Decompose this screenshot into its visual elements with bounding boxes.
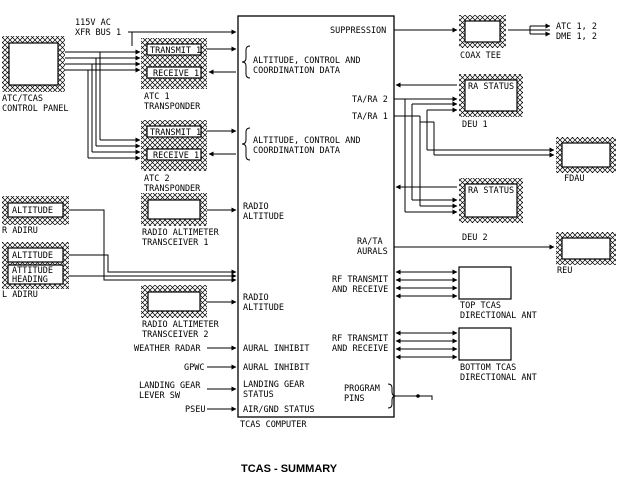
power-label-1: 115V AC [75, 18, 111, 28]
radio-altimeter-2 [141, 285, 207, 318]
landing-gear-label-2: LEVER SW [139, 391, 181, 401]
top-antenna-label-2: DIRECTIONAL ANT [460, 311, 537, 321]
weather-radar-label: WEATHER RADAR [134, 344, 201, 354]
acd2-line1: ALTITUDE, CONTROL AND [253, 136, 360, 146]
deu1-label: DEU 1 [462, 120, 488, 130]
lg-status-2: STATUS [243, 390, 274, 400]
ra-ta-label-2: AURALS [357, 247, 388, 257]
suppression-label: SUPPRESSION [330, 26, 386, 36]
rf1-label-2: AND RECEIVE [332, 285, 388, 295]
atc2-transmit: TRANSMIT 1 [150, 128, 201, 138]
r-adiru-field: ALTITUDE [12, 206, 53, 216]
r-adiru-line [69, 209, 237, 283]
atc1-label-1: ATC 1 [144, 92, 170, 102]
fdau [556, 137, 616, 173]
air-gnd-status: AIR/GND STATUS [243, 405, 315, 415]
bottom-antenna-label-1: BOTTOM TCAS [460, 363, 516, 373]
bottom-antenna [458, 327, 512, 361]
tcas-computer-label: TCAS COMPUTER [240, 420, 307, 430]
l-adiru-alt-line [69, 254, 237, 275]
atc2-label-1: ATC 2 [144, 174, 170, 184]
atc1-brace [241, 45, 251, 79]
gpwc-label: GPWC [184, 363, 204, 373]
ra1-in-2: ALTITUDE [243, 212, 284, 222]
l-adiru-field1: ALTITUDE [12, 251, 53, 261]
landing-gear-label-1: LANDING GEAR [139, 381, 201, 391]
ra2-in-2: ALTITUDE [243, 303, 284, 313]
coax-dest-2: DME 1, 2 [556, 32, 597, 42]
pseu-label: PSEU [185, 405, 205, 415]
tara1-label: TA/RA 1 [352, 112, 388, 122]
top-antenna-rf-lines [395, 269, 458, 299]
tara2-label: TA/RA 2 [352, 95, 388, 105]
program-pins-node [416, 394, 420, 398]
tara-bus-lines [394, 82, 555, 215]
control-panel-label-1: ATC/TCAS [2, 94, 43, 104]
atc1-receive: RECEIVE 1 [153, 69, 199, 79]
ra2-in-1: RADIO [243, 293, 269, 303]
ra1-label-2: TRANSCEIVER 1 [142, 238, 209, 248]
control-panel-bundle [65, 43, 141, 161]
aural-inhibit-1: AURAL INHIBIT [243, 344, 310, 354]
deu2-status: RA STATUS [468, 186, 514, 196]
program-pins-line [396, 395, 433, 400]
program-pins-1: PROGRAM [344, 384, 380, 394]
ra1-label-1: RADIO ALTIMETER [142, 228, 220, 238]
lg-status-1: LANDING GEAR [243, 380, 305, 390]
bottom-antenna-label-2: DIRECTIONAL ANT [460, 373, 537, 383]
l-adiru-field2a: ATTITUDE [12, 266, 53, 276]
program-pins-2: PINS [344, 394, 364, 404]
caption: TCAS - SUMMARY [241, 463, 338, 475]
tcas-computer-box [237, 15, 395, 418]
coax-tee [459, 15, 506, 48]
rf1-label-1: RF TRANSMIT [332, 275, 388, 285]
r-adiru-label: R ADIRU [2, 226, 38, 236]
atc2-brace [241, 127, 251, 161]
ra-ta-label-1: RA/TA [357, 237, 383, 247]
atc1-label-2: TRANSPONDER [144, 102, 201, 112]
reu-label: REU [557, 266, 572, 276]
top-antenna [458, 266, 512, 300]
l-adiru-field2b: HEADING [12, 275, 48, 285]
deu2 [459, 178, 523, 223]
ra2-label-1: RADIO ALTIMETER [142, 320, 220, 330]
acd2-line2: COORDINATION DATA [253, 146, 340, 156]
r-adiru [2, 196, 69, 225]
acd1-line1: ALTITUDE, CONTROL AND [253, 56, 360, 66]
program-pins-brace [387, 383, 397, 409]
atc2-label-2: TRANSPONDER [144, 184, 201, 194]
coax-dest-1: ATC 1, 2 [556, 22, 597, 32]
l-adiru-label: L ADIRU [2, 290, 38, 300]
power-label-2: XFR BUS 1 [75, 28, 121, 38]
atc2-receive: RECEIVE 1 [153, 151, 199, 161]
deu2-label: DEU 2 [462, 233, 488, 243]
aural-inhibit-2: AURAL INHIBIT [243, 363, 310, 373]
reu [556, 232, 616, 265]
radio-altimeter-1 [141, 193, 207, 226]
atc1-transmit: TRANSMIT 1 [150, 46, 201, 56]
ra2-label-2: TRANSCEIVER 2 [142, 330, 209, 340]
bottom-antenna-rf-lines [395, 330, 458, 360]
ra1-in-1: RADIO [243, 202, 269, 212]
control-panel-label-2: CONTROL PANEL [2, 104, 69, 114]
deu1-status: RA STATUS [468, 82, 514, 92]
rf2-label-2: AND RECEIVE [332, 344, 388, 354]
atc2-transponder [141, 120, 207, 171]
top-antenna-label-1: TOP TCAS [460, 301, 501, 311]
atc1-transponder [141, 38, 207, 89]
acd1-line2: COORDINATION DATA [253, 66, 340, 76]
fdau-label: FDAU [564, 174, 584, 184]
l-adiru [2, 242, 69, 289]
deu1 [459, 74, 523, 117]
rf2-label-1: RF TRANSMIT [332, 334, 388, 344]
coax-tee-label: COAX TEE [460, 51, 501, 61]
control-panel [2, 36, 65, 92]
